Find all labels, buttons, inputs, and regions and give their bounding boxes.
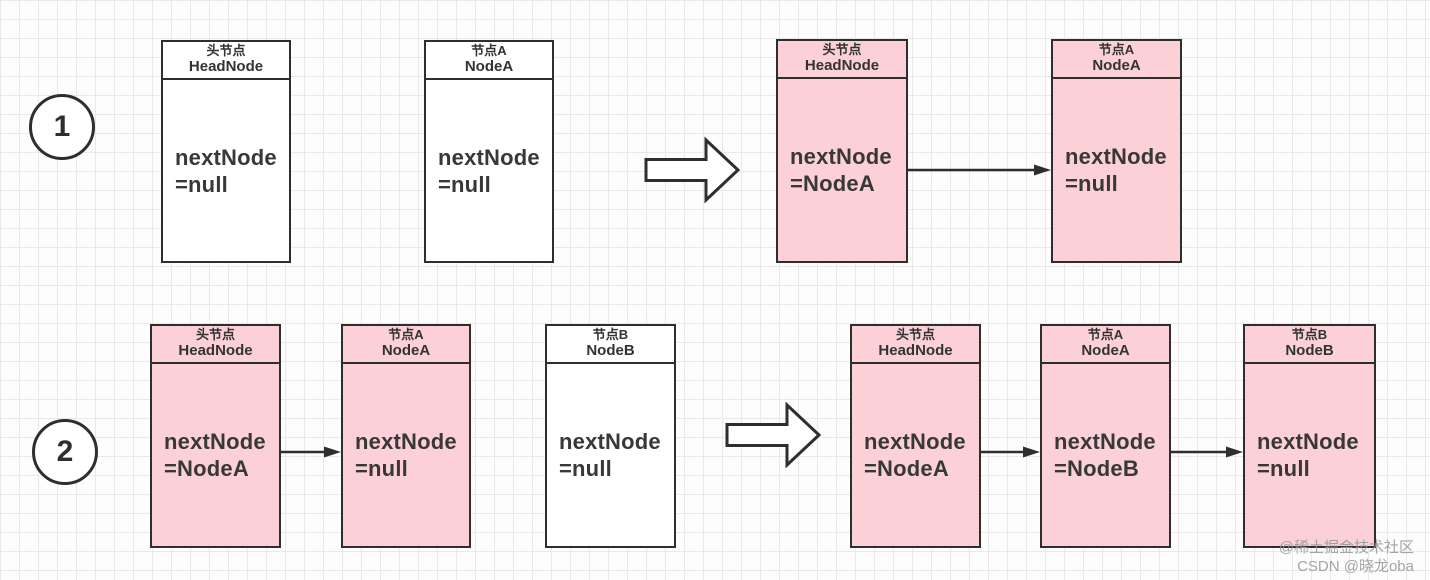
pointer-field-name: nextNode xyxy=(164,429,266,455)
node-title-en: NodeA xyxy=(1081,341,1130,359)
pointer-field-name: nextNode xyxy=(864,429,966,455)
node-header: 节点B NodeB xyxy=(547,326,674,365)
node-title-cn: 头节点 xyxy=(206,43,246,58)
node-pointer-field: nextNode =NodeA xyxy=(852,364,979,546)
step1-next-pointer-arrow-icon xyxy=(906,164,1051,176)
node-title-cn: 节点B xyxy=(592,327,629,342)
pointer-field-value: =NodeA xyxy=(164,456,249,482)
node-step1-before-nodea: 节点A NodeA nextNode =null xyxy=(424,40,554,263)
node-step2-after-nodea: 节点A NodeA nextNode =NodeB xyxy=(1040,324,1171,548)
pointer-field-value: =null xyxy=(1257,456,1310,482)
node-step1-before-headnode: 头节点 HeadNode nextNode =null xyxy=(161,40,291,263)
pointer-field-name: nextNode xyxy=(175,144,277,170)
pointer-field-name: nextNode xyxy=(1257,429,1359,455)
pointer-field-name: nextNode xyxy=(1054,429,1156,455)
pointer-field-name: nextNode xyxy=(1065,144,1167,170)
node-header: 头节点 HeadNode xyxy=(852,326,979,365)
pointer-field-value: =null xyxy=(175,171,228,197)
node-pointer-field: nextNode =NodeA xyxy=(152,364,279,546)
pointer-field-name: nextNode xyxy=(355,429,457,455)
node-pointer-field: nextNode =null xyxy=(343,364,469,546)
node-step2-after-headnode: 头节点 HeadNode nextNode =NodeA xyxy=(850,324,981,548)
pointer-field-value: =null xyxy=(1065,171,1118,197)
step2-number: 2 xyxy=(56,435,74,468)
node-header: 头节点 HeadNode xyxy=(152,326,279,365)
node-header: 节点A NodeA xyxy=(426,42,552,81)
node-title-cn: 头节点 xyxy=(195,327,235,342)
step1-number-badge: 1 xyxy=(29,94,95,160)
pointer-field-value: =null xyxy=(355,456,408,482)
pointer-field-value: =null xyxy=(438,171,491,197)
node-title-en: NodeB xyxy=(1285,341,1334,359)
node-title-en: HeadNode xyxy=(178,341,253,359)
step1-number: 1 xyxy=(53,110,71,143)
watermark: @稀土掘金技术社区 CSDN @晓龙oba xyxy=(1279,538,1414,576)
step2-transform-arrow-icon xyxy=(725,401,822,469)
pointer-field-name: nextNode xyxy=(438,144,540,170)
node-pointer-field: nextNode =null xyxy=(1245,364,1374,546)
node-header: 节点A NodeA xyxy=(1042,326,1169,365)
node-step2-before-headnode: 头节点 HeadNode nextNode =NodeA xyxy=(150,324,281,548)
pointer-field-value: =NodeB xyxy=(1054,456,1139,482)
pointer-field-value: =NodeA xyxy=(864,456,949,482)
node-title-cn: 节点A xyxy=(388,327,424,342)
node-title-en: HeadNode xyxy=(804,56,880,74)
node-pointer-field: nextNode =null xyxy=(426,80,552,261)
node-pointer-field: nextNode =NodeA xyxy=(778,79,906,261)
watermark-line1: @稀土掘金技术社区 xyxy=(1278,539,1414,556)
node-header: 头节点 HeadNode xyxy=(163,42,289,81)
node-header: 节点B NodeB xyxy=(1245,326,1374,365)
node-pointer-field: nextNode =null xyxy=(547,364,674,546)
node-step2-before-nodea: 节点A NodeA nextNode =null xyxy=(341,324,471,548)
node-title-cn: 节点A xyxy=(1098,42,1135,57)
step2-number-badge: 2 xyxy=(32,419,98,485)
pointer-field-value: =NodeA xyxy=(790,171,875,197)
node-title-en: HeadNode xyxy=(188,57,264,75)
step2-before-next-pointer-arrow-icon xyxy=(279,446,341,458)
node-header: 节点A NodeA xyxy=(1053,41,1180,80)
node-step1-after-headnode: 头节点 HeadNode nextNode =NodeA xyxy=(776,39,908,263)
node-title-cn: 头节点 xyxy=(895,327,935,342)
node-title-en: NodeA xyxy=(464,57,514,75)
node-title-en: HeadNode xyxy=(878,341,953,359)
node-title-cn: 节点A xyxy=(1087,327,1124,342)
node-pointer-field: nextNode =null xyxy=(163,80,289,261)
pointer-field-name: nextNode xyxy=(559,429,661,455)
node-title-cn: 节点B xyxy=(1291,327,1328,342)
node-pointer-field: nextNode =null xyxy=(1053,79,1180,261)
node-title-en: NodeA xyxy=(1092,56,1141,74)
node-step2-after-nodeb: 节点B NodeB nextNode =null xyxy=(1243,324,1376,548)
step2-after-next-pointer-arrow-icon xyxy=(979,446,1040,458)
step1-transform-arrow-icon xyxy=(644,136,741,204)
step2-after-next-pointer-arrow2-icon xyxy=(1169,446,1243,458)
node-title-en: NodeA xyxy=(381,341,431,359)
node-header: 节点A NodeA xyxy=(343,326,469,365)
pointer-field-name: nextNode xyxy=(790,144,892,170)
node-header: 头节点 HeadNode xyxy=(778,41,906,80)
pointer-field-value: =null xyxy=(559,456,612,482)
node-title-en: NodeB xyxy=(586,341,635,359)
node-title-cn: 头节点 xyxy=(822,42,862,57)
watermark-line2: CSDN @晓龙oba xyxy=(1297,558,1414,575)
node-step1-after-nodea: 节点A NodeA nextNode =null xyxy=(1051,39,1182,263)
node-step2-before-nodeb: 节点B NodeB nextNode =null xyxy=(545,324,676,548)
node-pointer-field: nextNode =NodeB xyxy=(1042,364,1169,546)
node-title-cn: 节点A xyxy=(471,43,507,58)
